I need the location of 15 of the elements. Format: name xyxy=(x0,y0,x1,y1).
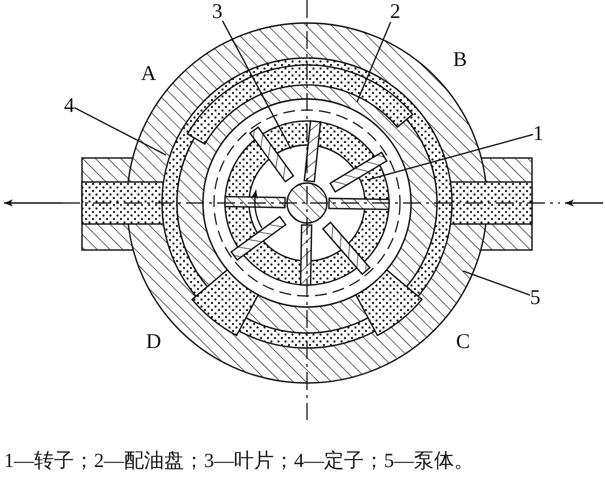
leader-line xyxy=(74,107,166,156)
leader-line xyxy=(356,22,392,102)
callout-number: 2 xyxy=(390,0,400,22)
callout-number: 4 xyxy=(64,94,74,116)
port-label: A xyxy=(141,62,156,84)
leader-line xyxy=(366,134,534,181)
leader-line xyxy=(462,270,530,296)
caption: 1—转子；2—配油盘；3—叶片；4—定子；5—泵体。 xyxy=(4,450,474,472)
callout-number: 3 xyxy=(212,0,222,22)
port-label: D xyxy=(146,330,162,352)
callout-number: 5 xyxy=(530,286,540,308)
leader-line xyxy=(222,20,292,150)
port-label: C xyxy=(456,330,470,352)
port-label: B xyxy=(453,48,468,70)
callout-number: 1 xyxy=(533,122,544,144)
